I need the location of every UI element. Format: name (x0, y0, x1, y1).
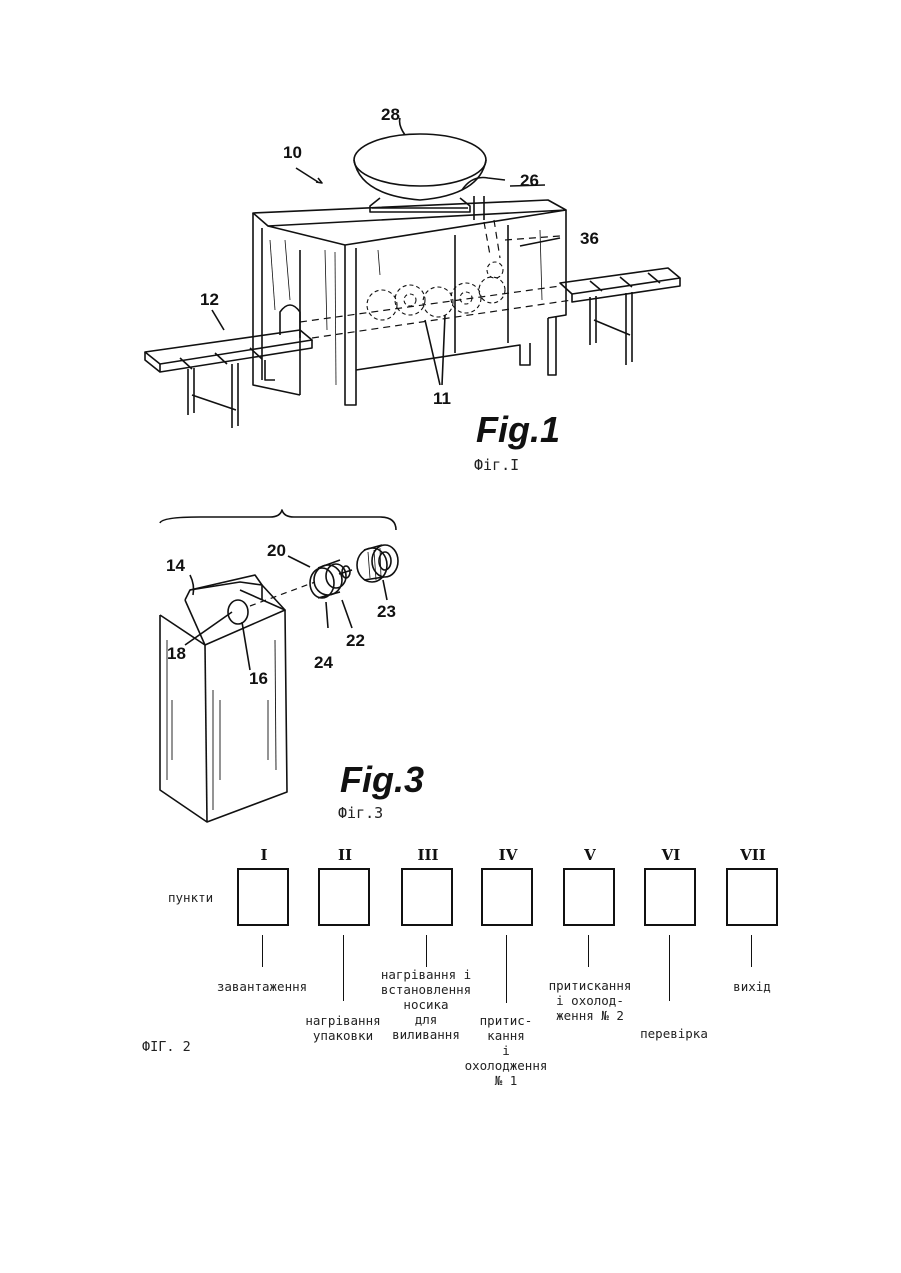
ref-16: 16 (249, 669, 268, 688)
station-7-label: вихід (718, 979, 786, 994)
station-2-numeral: II (317, 846, 373, 864)
station-1-box (237, 868, 289, 926)
fig3-title: Fig.3 (340, 759, 424, 800)
station-3-numeral: III (400, 846, 456, 864)
fig3-package-drawing: 14 20 23 22 24 18 16 Fig.3 Фіг.3 (0, 0, 901, 830)
ref-24: 24 (314, 653, 333, 672)
station-2-leader (343, 935, 344, 1001)
fig3-caption: Фіг.3 (338, 804, 383, 822)
station-5-box (563, 868, 615, 926)
station-5-leader (588, 935, 589, 967)
station-1-leader (262, 935, 263, 967)
station-4-box (481, 868, 533, 926)
station-3-box (401, 868, 453, 926)
fig2-caption: ФІГ. 2 (142, 1040, 191, 1055)
stations-row-label: пункти (168, 890, 213, 905)
ref-23: 23 (377, 602, 396, 621)
ref-20: 20 (267, 541, 286, 560)
station-6-label: перевірка (624, 1026, 724, 1041)
station-6-numeral: VI (643, 846, 699, 864)
station-7-numeral: VII (725, 846, 781, 864)
station-5-label: притискання і охолод- ження № 2 (530, 978, 650, 1023)
station-5-numeral: V (562, 846, 618, 864)
station-3-leader (426, 935, 427, 967)
ref-14: 14 (166, 556, 185, 575)
station-1-numeral: I (236, 846, 292, 864)
station-2-box (318, 868, 370, 926)
ref-22: 22 (346, 631, 365, 650)
station-7-leader (751, 935, 752, 967)
ref-18: 18 (167, 644, 186, 663)
station-6-box (644, 868, 696, 926)
station-4-numeral: IV (480, 846, 536, 864)
station-4-label: притис- кання і охолодження № 1 (442, 1013, 570, 1088)
station-6-leader (669, 935, 670, 1001)
station-1-label: завантаження (200, 979, 324, 994)
station-4-leader (506, 935, 507, 1003)
station-7-box (726, 868, 778, 926)
